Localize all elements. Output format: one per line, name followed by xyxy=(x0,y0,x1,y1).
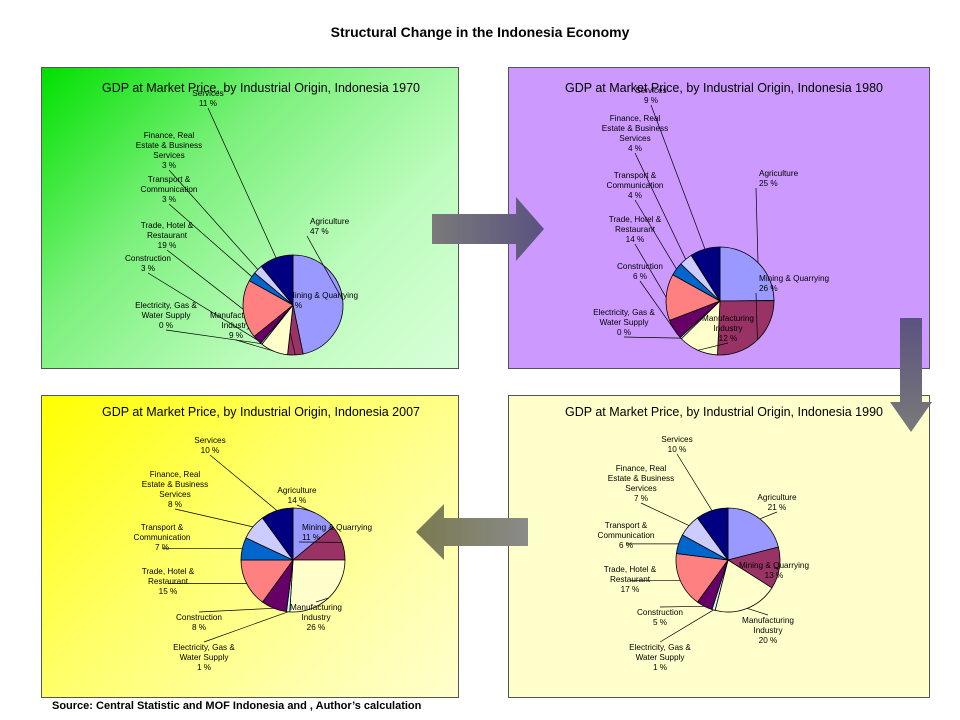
chart-title: GDP at Market Price, by Industrial Origi… xyxy=(102,405,420,419)
leader-line xyxy=(198,607,274,613)
leader-line xyxy=(165,329,262,344)
pie-slice-services xyxy=(260,254,294,307)
leader-line xyxy=(759,511,778,520)
chart-panel-1990: GDP at Market Price, by Industrial Origi… xyxy=(508,395,930,698)
arrow-down-icon xyxy=(890,318,932,432)
chart-panel-1980: GDP at Market Price, by Industrial Origi… xyxy=(508,67,930,369)
leader-line xyxy=(650,104,706,250)
leader-line xyxy=(209,454,278,511)
pie-chart-1980: GDP at Market Price, by Industrial Origi… xyxy=(565,81,883,356)
leader-line xyxy=(746,607,769,616)
leader-line xyxy=(147,272,258,341)
leader-line xyxy=(203,611,289,643)
pie-slice-services xyxy=(261,507,294,562)
pie-chart-1990: GDP at Market Price, by Industrial Origi… xyxy=(565,405,883,672)
pie-chart-2007: GDP at Market Price, by Industrial Origi… xyxy=(102,405,420,672)
leader-line xyxy=(755,187,759,263)
chart-panel-1970: GDP at Market Price, by Industrial Origi… xyxy=(41,67,459,369)
leader-line xyxy=(639,280,675,330)
arrow-left-icon xyxy=(416,504,528,560)
leader-line xyxy=(235,339,275,352)
chart-title: GDP at Market Price, by Industrial Origi… xyxy=(565,405,883,419)
leader-line xyxy=(296,504,316,514)
chart-panel-2007: GDP at Market Price, by Industrial Origi… xyxy=(41,395,459,698)
leader-line xyxy=(623,336,681,339)
leader-line xyxy=(634,152,687,260)
pie-chart-1970: GDP at Market Price, by Industrial Origi… xyxy=(102,81,420,356)
pie-slice-trade-hotel-restaurant xyxy=(242,280,294,338)
leader-line xyxy=(659,605,705,608)
leader-line xyxy=(697,342,729,351)
leader-line xyxy=(174,508,253,528)
leader-line xyxy=(659,609,714,643)
leader-line xyxy=(207,107,277,259)
leader-line xyxy=(634,199,677,270)
leader-line xyxy=(676,453,713,511)
leader-line xyxy=(168,169,259,270)
chart-title: GDP at Market Price, by Industrial Origi… xyxy=(565,81,883,95)
pie-slice-agriculture xyxy=(727,507,779,561)
page-title: Structural Change in the Indonesia Econo… xyxy=(330,24,630,40)
source-note: Source: Central Statistic and MOF Indone… xyxy=(52,700,422,712)
pie-slice-agriculture xyxy=(292,254,344,355)
leader-line xyxy=(315,597,329,603)
leader-line xyxy=(755,292,758,340)
leader-line xyxy=(166,249,244,310)
leader-line xyxy=(640,502,690,526)
leader-line xyxy=(168,203,253,277)
chart-title: GDP at Market Price, by Industrial Origi… xyxy=(102,81,420,95)
leader-line xyxy=(634,243,667,298)
pie-slice-services xyxy=(690,246,721,303)
arrow-right-icon xyxy=(432,197,544,261)
leader-line xyxy=(306,235,344,301)
pie-slice-services xyxy=(696,507,729,562)
pie-slice-trade-hotel-restaurant xyxy=(240,559,294,603)
